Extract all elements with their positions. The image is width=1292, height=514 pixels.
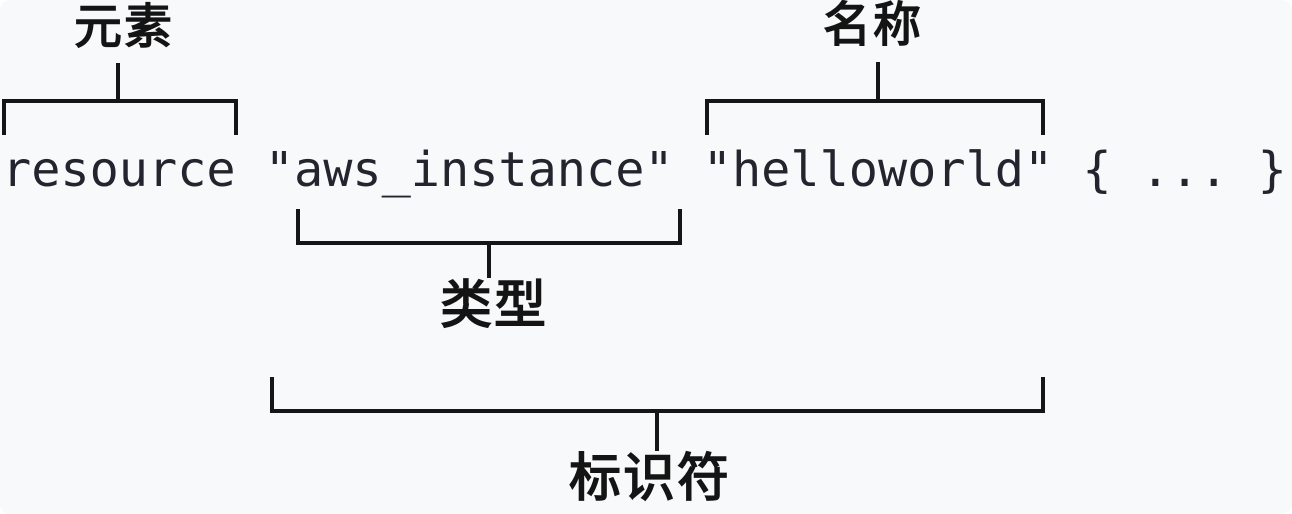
name-bracket	[705, 99, 1045, 135]
element-bracket	[2, 99, 238, 135]
element-pointer-stem	[116, 63, 120, 103]
type-pointer-stem	[487, 245, 491, 278]
code-line: resource "aws_instance" "helloworld" { ... …	[2, 142, 1287, 198]
identifier-bracket	[270, 377, 1045, 413]
code-name-token: "helloworld"	[702, 142, 1054, 198]
type-bracket	[296, 209, 682, 245]
code-type-token: "aws_instance"	[264, 142, 674, 198]
identifier-label: 标识符	[568, 450, 732, 508]
name-label: 名称	[822, 0, 924, 52]
identifier-pointer-stem	[655, 413, 659, 451]
name-pointer-stem	[876, 62, 880, 103]
element-label: 元素	[73, 1, 175, 54]
type-label: 类型	[439, 277, 549, 335]
code-body: { ... }	[1082, 142, 1287, 198]
code-keyword: resource	[2, 142, 236, 198]
